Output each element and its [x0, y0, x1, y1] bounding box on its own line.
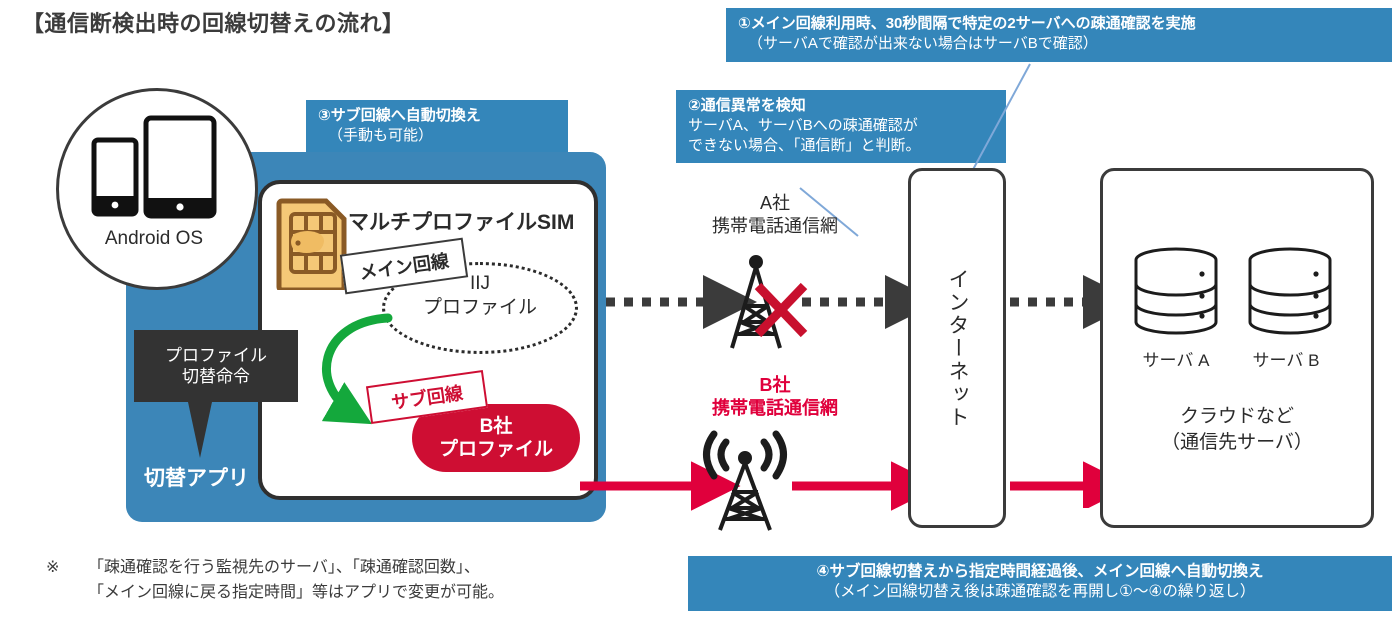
command-line2: 切替命令	[182, 367, 250, 386]
sub-line-path	[580, 430, 910, 531]
page-title: 【通信断検出時の回線切替えの流れ】	[22, 11, 405, 36]
tower-a-label: A社 携帯電話通信網	[680, 192, 870, 239]
server-cylinders-icon	[1134, 247, 1332, 335]
profile-switch-green-arrow	[321, 313, 393, 425]
sim-label: マルチプロファイルSIM	[348, 211, 575, 234]
callout-step-4-line2: （メイン回線切替え後は疎通確認を再開し①～④の繰り返し）	[824, 583, 1256, 601]
internet-label: インターネット	[946, 267, 969, 429]
callout-step-3-line1: ③サブ回線へ自動切換え	[318, 107, 481, 124]
sub-profile-pill: B社 プロファイル	[412, 404, 580, 472]
command-line1: プロファイル	[165, 345, 267, 365]
sub-profile-line2: プロファイル	[438, 439, 553, 460]
internet-box	[908, 168, 1006, 528]
server-b-label: サーバ B	[1252, 351, 1320, 370]
cloud-caption-line2: （通信先サーバ）	[1161, 431, 1313, 453]
footnote-line1: 「疎通確認を行う監視先のサーバ」、「疎通確認回数」、	[88, 559, 480, 576]
mobile-devices-icon	[91, 115, 217, 219]
sim-card-icon	[276, 198, 347, 290]
command-bubble-tail	[188, 402, 212, 458]
tower-b-line1: B社	[759, 375, 791, 395]
footnote-line2: 「メイン回線に戻る指定時間」等はアプリで変更が可能。	[88, 583, 505, 601]
callout-step-1: ①メイン回線利用時、30秒間隔で特定の2サーバへの疎通確認を実施 （サーバAで確…	[726, 8, 1392, 62]
callout-step-4: ④サブ回線切替えから指定時間経過後、メイン回線へ自動切換え （メイン回線切替え後…	[688, 556, 1392, 611]
footnote: ※ 「疎通確認を行う監視先のサーバ」、「疎通確認回数」、 「メイン回線に戻る指定…	[46, 556, 646, 606]
tower-a-line1: A社	[759, 193, 790, 213]
main-line-path	[606, 255, 910, 349]
callout-step-4-line1: ④サブ回線切替えから指定時間経過後、メイン回線へ自動切換え	[816, 563, 1264, 580]
callout-step-1-line1: ①メイン回線利用時、30秒間隔で特定の2サーバへの疎通確認を実施	[738, 15, 1196, 32]
profile-switch-command-bubble: プロファイル 切替命令	[134, 330, 298, 402]
tower-b-line2: 携帯電話通信網	[712, 398, 838, 419]
server-a-label: サーバ A	[1142, 351, 1210, 370]
main-profile-line2: プロファイル	[422, 297, 537, 319]
cloud-box	[1100, 168, 1374, 528]
callout-step-1-line2: （サーバAで確認が出来ない場合はサーバBで確認）	[748, 34, 1098, 52]
main-profile-text: IIJ プロファイル	[382, 272, 578, 321]
switch-app-label: 切替アプリ	[144, 467, 249, 490]
callout-step-3-line2: （手動も可能）	[328, 126, 434, 144]
callout-step-2-line2: サーバA、サーバBへの疎通確認が	[688, 116, 918, 134]
android-os-label: Android OS	[104, 228, 204, 249]
callout-step-2: ②通信異常を検知 サーバA、サーバBへの疎通確認が できない場合、「通信断」と判…	[676, 90, 1006, 164]
sub-profile-line1: B社	[479, 415, 513, 437]
cloud-caption: クラウドなど （通信先サーバ）	[1100, 404, 1374, 455]
callout-step-2-line1: ②通信異常を検知	[688, 97, 806, 114]
cloud-caption-line1: クラウドなど	[1179, 406, 1294, 427]
internet-to-cloud-paths	[1010, 275, 1104, 508]
main-profile-ellipse	[382, 262, 578, 354]
callout-step-3: ③サブ回線へ自動切換え （手動も可能）	[306, 100, 568, 154]
callout-step-2-line3: できない場合、「通信断」と判断。	[688, 136, 921, 154]
footnote-mark: ※	[46, 559, 60, 576]
main-profile-line1: IIJ	[469, 273, 491, 294]
tower-a-line2: 携帯電話通信網	[712, 216, 838, 237]
tower-b-label: B社 携帯電話通信網	[672, 374, 878, 421]
